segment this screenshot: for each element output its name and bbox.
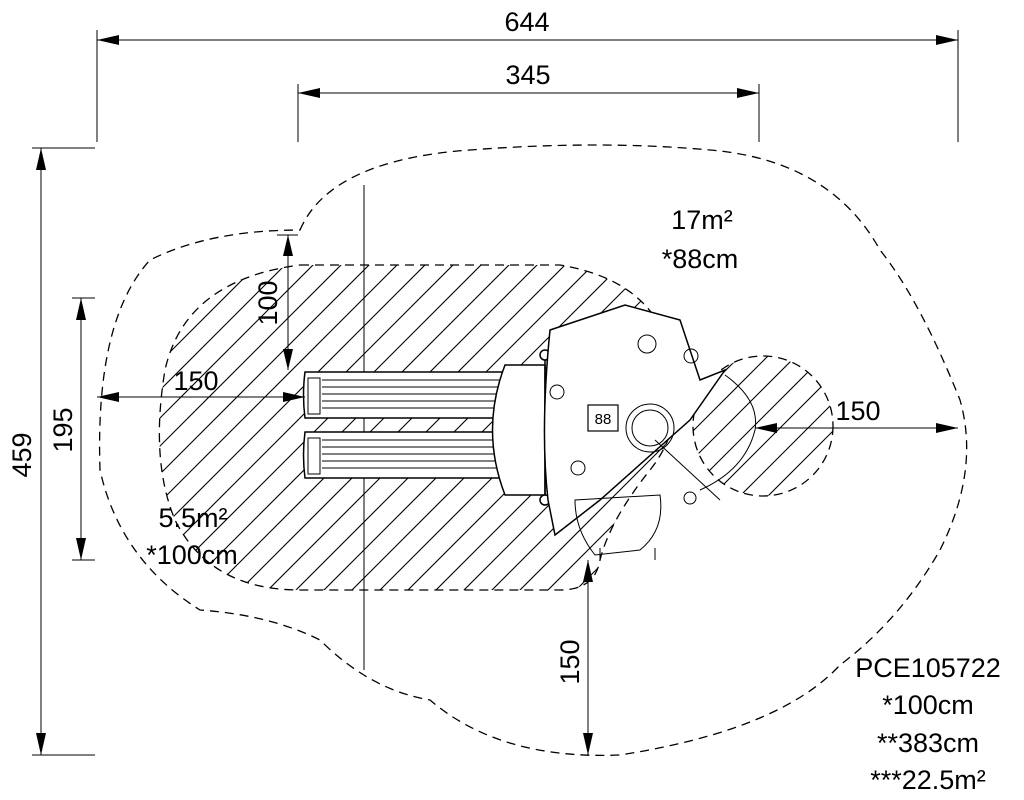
dim-clear-right-label: 150 (835, 396, 880, 426)
slide-upper (302, 371, 521, 419)
hatch-line (257, 265, 599, 590)
hatch-line (159, 265, 291, 590)
inner-zone-height: *100cm (146, 540, 238, 570)
dim-slide-depth: 195 (48, 297, 95, 561)
hatch-line (229, 265, 571, 590)
dim-overall-width-label: 644 (504, 7, 549, 37)
dim-module-width: 345 (297, 60, 760, 142)
hatch-line (509, 265, 677, 590)
info-line-2: **383cm (877, 728, 979, 758)
hatch-line (159, 265, 487, 590)
hatch-line (159, 265, 263, 590)
hatch-line (678, 260, 1018, 600)
hatch-line (159, 265, 403, 590)
product-code: PCE105722 (855, 653, 1001, 683)
info-line-1: *100cm (882, 690, 974, 720)
hatch-line (159, 265, 347, 590)
outer-safety-zone (98, 144, 968, 757)
dim-overall-depth-label: 459 (7, 432, 37, 477)
info-line-3: ***22.5m² (870, 765, 986, 795)
hatch-line (693, 356, 803, 496)
hatch-line (201, 265, 543, 590)
hatch-line (285, 265, 627, 590)
dim-overall-width: 644 (96, 7, 959, 142)
dim-offset-100-label: 100 (253, 280, 283, 325)
hatch-line (159, 265, 319, 590)
dim-clear-left-label: 150 (173, 366, 218, 396)
dim-overall-depth: 459 (7, 147, 95, 756)
inner-zone-area: 5.5m² (158, 503, 227, 533)
dim-clear-bottom: 150 (555, 560, 593, 755)
hatch-line (707, 356, 833, 496)
outer-zone-area: 17m² (671, 205, 733, 235)
platform-deck (543, 304, 757, 560)
dim-slide-depth-label: 195 (48, 407, 78, 452)
slide-end (491, 349, 551, 506)
dim-module-width-label: 345 (505, 60, 550, 90)
badge-88-label: 88 (595, 411, 612, 428)
hatch-line (173, 265, 515, 590)
dim-clear-bottom-label: 150 (555, 639, 585, 684)
slide-lower (302, 431, 521, 479)
hatch-line (159, 265, 431, 590)
hatch-line (693, 356, 775, 496)
hatch-line (537, 265, 677, 590)
badge-88: 88 (587, 404, 619, 432)
dim-clear-right: 150 (755, 396, 958, 433)
dim-clear-left: 150 (97, 366, 305, 402)
hatch-line (735, 356, 833, 496)
outer-zone-height: *88cm (662, 244, 739, 274)
dim-offset-100: 100 (253, 234, 298, 370)
hatch-line (763, 356, 833, 496)
hatch-line (159, 265, 375, 590)
